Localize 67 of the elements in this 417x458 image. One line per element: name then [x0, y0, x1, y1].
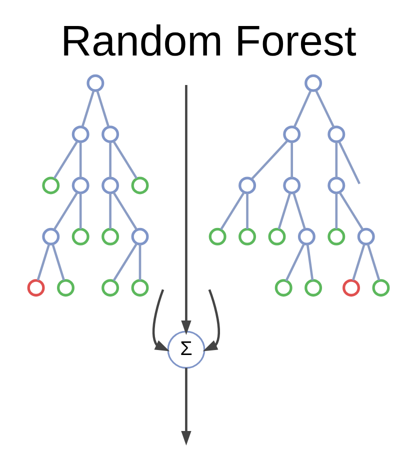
node-circle [238, 228, 256, 246]
connector [112, 192, 138, 230]
connector [52, 244, 65, 281]
connector [53, 140, 78, 179]
connector [352, 244, 366, 281]
connector [112, 242, 138, 282]
node-circle [238, 176, 256, 194]
connector [246, 193, 248, 230]
connector [251, 140, 288, 180]
connector [138, 244, 142, 280]
node-circle [42, 228, 60, 246]
connector [109, 193, 112, 230]
node-circle [304, 74, 322, 92]
connector [112, 140, 138, 179]
arrow [202, 289, 220, 352]
node-circle [372, 279, 390, 297]
connector [285, 244, 305, 282]
connector [109, 142, 112, 178]
node-circle [72, 176, 90, 194]
node-circle [357, 228, 375, 246]
connector [96, 90, 110, 128]
arrow [152, 289, 170, 352]
connector [220, 192, 246, 230]
node-circle [102, 228, 120, 246]
node-circle [72, 126, 90, 144]
node-circle [342, 279, 360, 297]
node-circle [27, 279, 45, 297]
node-circle [268, 228, 286, 246]
node-circle [42, 176, 60, 194]
connector [335, 193, 338, 230]
connector [53, 192, 78, 230]
node-circle [298, 228, 316, 246]
node-circle [274, 279, 292, 297]
node-circle [328, 176, 346, 194]
connector [292, 192, 306, 230]
connector [338, 141, 361, 184]
node-circle [131, 228, 149, 246]
node-circle [72, 228, 90, 246]
node-circle [304, 279, 322, 297]
node-circle [283, 126, 301, 144]
connector [366, 244, 380, 281]
arrow [181, 84, 192, 336]
connector [79, 142, 82, 178]
node-circle: Σ [167, 330, 206, 369]
connector [315, 90, 335, 128]
connector [306, 244, 314, 280]
connector [335, 142, 338, 178]
node-circle [131, 176, 149, 194]
connector [290, 142, 293, 178]
connector [36, 244, 50, 281]
node-circle [208, 228, 226, 246]
node-circle [57, 279, 74, 297]
connector [79, 193, 82, 230]
connector [278, 192, 292, 230]
node-circle [102, 126, 120, 144]
arrow [181, 368, 192, 446]
node-circle [86, 74, 104, 92]
connector [81, 90, 95, 128]
node-circle [328, 228, 346, 246]
connector [338, 192, 364, 230]
node-circle [328, 126, 346, 144]
node-circle [283, 176, 301, 194]
node-circle [131, 279, 149, 297]
node-circle [102, 279, 120, 297]
diagram-title: Random Forest [60, 18, 356, 66]
node-circle [102, 176, 120, 194]
connector [293, 90, 312, 128]
